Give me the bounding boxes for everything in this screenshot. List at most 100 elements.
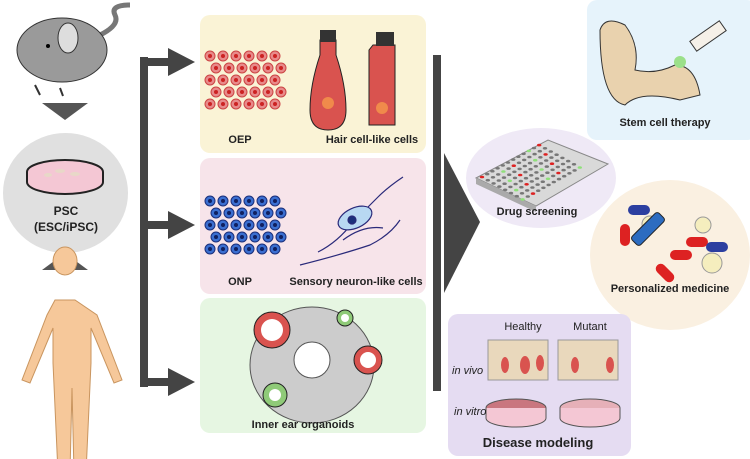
well (548, 150, 553, 153)
cell-nucleus (273, 78, 277, 82)
cell-nucleus (279, 235, 283, 239)
cell-nucleus (266, 90, 270, 94)
well (545, 177, 551, 181)
mouse-icon (16, 2, 131, 97)
well (538, 162, 544, 165)
in-vivo-label: in vivo (452, 365, 484, 377)
well (537, 143, 542, 147)
well (518, 173, 523, 177)
screening-label: Drug screening (496, 206, 578, 218)
well (533, 165, 538, 168)
well (485, 172, 490, 176)
hair-cell-label: Hair cell-like cells (325, 134, 419, 146)
cell-nucleus (247, 102, 251, 106)
cell-nucleus (266, 211, 270, 215)
pills-icon (620, 205, 728, 283)
well (524, 183, 529, 186)
cell-nucleus (279, 66, 283, 70)
cell-nucleus (273, 223, 277, 227)
well (555, 159, 560, 163)
well (490, 176, 496, 179)
well (571, 163, 577, 166)
well (542, 147, 548, 150)
well (525, 189, 530, 192)
cell-nucleus (266, 235, 270, 239)
well (520, 198, 525, 201)
cell-nucleus (247, 247, 251, 251)
cell-nucleus (227, 66, 231, 70)
therapy-label: Stem cell therapy (619, 117, 711, 129)
cell-nucleus (227, 90, 231, 94)
mutant-label: Mutant (573, 321, 607, 333)
well (505, 161, 511, 164)
well (521, 152, 526, 156)
cell-nucleus (208, 54, 212, 58)
well (549, 162, 555, 165)
modeling-title: Disease modeling (482, 435, 594, 450)
branch-arrows (140, 48, 480, 396)
cell-nucleus (240, 90, 244, 94)
well (519, 192, 525, 195)
petri-dish-icon (26, 159, 104, 195)
cell-nucleus (234, 223, 238, 227)
well (535, 183, 540, 186)
well (501, 170, 506, 173)
cell-nucleus (260, 54, 264, 58)
well (529, 180, 534, 183)
well (551, 180, 556, 184)
cell-nucleus (208, 223, 212, 227)
well (544, 165, 549, 168)
cell-nucleus (227, 235, 231, 239)
well (560, 162, 566, 166)
cell-nucleus (221, 247, 225, 251)
well (567, 172, 572, 175)
cell-nucleus (214, 235, 218, 239)
cell-nucleus (214, 66, 218, 70)
cell-nucleus (266, 66, 270, 70)
cell-nucleus (273, 247, 277, 251)
well (543, 153, 548, 156)
well (544, 159, 549, 162)
in-vitro-label: in vitro (454, 406, 487, 418)
well (566, 165, 571, 169)
well (496, 173, 501, 176)
well (566, 159, 571, 163)
syringe-icon (689, 20, 727, 52)
well (549, 156, 554, 159)
well (536, 189, 541, 192)
cell-nucleus (273, 102, 277, 106)
well (534, 171, 539, 174)
well (491, 182, 496, 185)
dish-icon (485, 398, 621, 428)
well (506, 167, 511, 170)
cell-nucleus (260, 247, 264, 251)
well (528, 167, 533, 171)
well (539, 168, 544, 171)
oep-label: OEP (228, 134, 252, 146)
cell-nucleus (253, 66, 257, 70)
well (550, 168, 555, 172)
cell-nucleus (247, 199, 251, 203)
cell-nucleus (273, 199, 277, 203)
human-icon (21, 246, 123, 459)
well (507, 179, 512, 183)
well (561, 168, 566, 172)
well (503, 188, 508, 192)
well (522, 158, 527, 162)
cell-nucleus (260, 199, 264, 203)
well (533, 158, 538, 162)
well (527, 155, 532, 159)
well (496, 179, 501, 182)
well (538, 156, 543, 159)
well (513, 182, 518, 186)
well (479, 175, 485, 179)
onp-label: ONP (228, 276, 252, 288)
well (514, 188, 519, 192)
well (501, 176, 507, 179)
cell-nucleus (234, 199, 238, 203)
well (514, 194, 519, 198)
well (554, 153, 559, 156)
well (529, 174, 534, 177)
cell-nucleus (240, 211, 244, 215)
cell-nucleus (227, 211, 231, 215)
